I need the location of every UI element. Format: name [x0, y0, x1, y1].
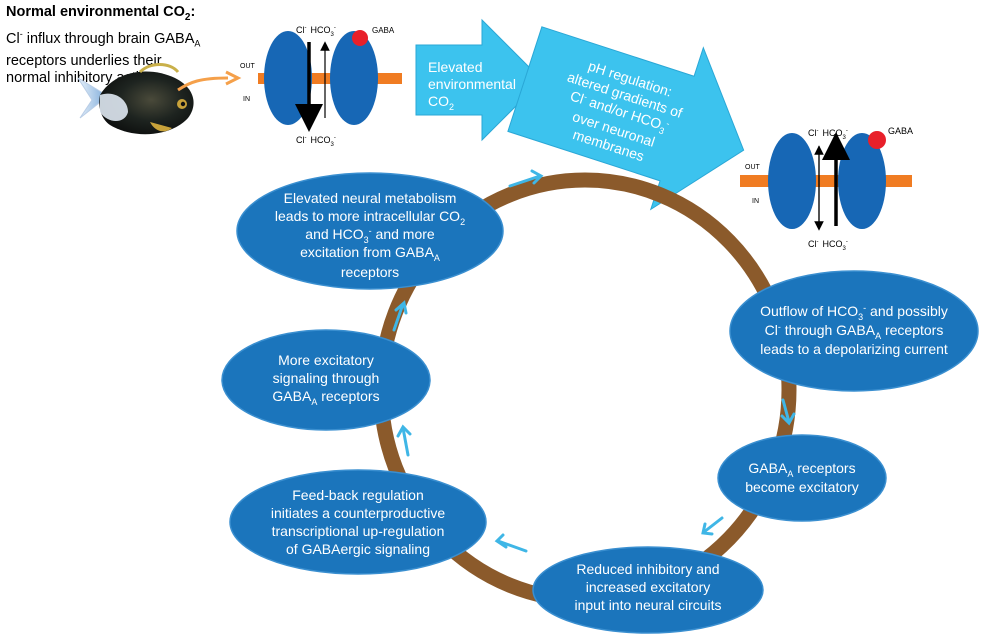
gaba-ball	[352, 30, 368, 46]
reduced-line-3: input into neural circuits	[574, 597, 721, 613]
header-line-2: receptors underlies their	[6, 52, 162, 69]
gaba-label-elevated: GABA	[888, 126, 913, 136]
feedback-line-3: transcriptional up-regulation	[272, 523, 445, 539]
cycle-arrow-right-lower	[701, 516, 724, 536]
feedback-line-4: of GABAergic signaling	[286, 541, 430, 557]
metabolism-line-5: receptors	[341, 264, 399, 280]
receptor-normal: OUT IN GABA Cl-HCO3- Cl-HCO3-	[240, 25, 402, 148]
outflow-line-1: Outflow of HCO3- and possibly	[760, 303, 948, 322]
in-label: IN	[243, 96, 250, 103]
fish-illustration	[77, 63, 194, 135]
in-label-elevated: IN	[752, 198, 759, 205]
header-line-1: Cl- influx through brain GABAA	[6, 28, 201, 49]
node-become-excitatory: GABAA receptors become excitatory	[717, 434, 887, 522]
cycle-arrow-top	[508, 169, 544, 188]
header-title: Normal environmental CO2:	[6, 4, 196, 23]
fish-pointer-line	[177, 76, 229, 92]
elevated-co2-arrow: Elevated environmental CO2	[415, 18, 543, 142]
excitatory-line-3: GABAA receptors	[272, 388, 379, 407]
cycle-arrow-left-upper	[392, 300, 408, 332]
outflow-line-2: Cl- through GABAA receptors	[765, 322, 944, 341]
node-outflow: Outflow of HCO3- and possibly Cl- throug…	[729, 270, 979, 392]
metabolism-line-1: Elevated neural metabolism	[284, 190, 457, 206]
out-label: OUT	[240, 63, 256, 70]
become-line-2: become excitatory	[745, 479, 859, 495]
cycle-arrow-left-lower	[396, 424, 412, 457]
elevated-line-2: environmental	[428, 76, 516, 92]
membrane-bar	[258, 73, 402, 84]
header-caption: Normal environmental CO2: Cl- influx thr…	[6, 4, 236, 87]
become-line-1: GABAA receptors	[748, 460, 855, 479]
gaba-label: GABA	[372, 26, 395, 35]
receptor-elevated: OUT IN GABA Cl-HCO3- Cl-HCO3-	[740, 126, 913, 252]
feedback-line-2: initiates a counterproductive	[271, 505, 446, 521]
feedback-line-1: Feed-back regulation	[292, 487, 424, 503]
membrane-bar-elevated	[740, 175, 912, 187]
cycle-arrow-right	[780, 398, 796, 426]
outflow-line-3: leads to a depolarizing current	[760, 341, 948, 357]
fish-pointer-head	[225, 70, 242, 86]
bottom-ion-labels: Cl-HCO3-	[296, 135, 336, 148]
ph-regulation-arrow: pH regulation: altered gradients of Cl- …	[507, 26, 745, 211]
top-ion-labels: Cl-HCO3-	[296, 25, 336, 38]
node-excitatory-signaling: More excitatory signaling through GABAA …	[221, 329, 431, 431]
excitatory-line-1: More excitatory	[278, 352, 374, 368]
elevated-line-3: CO2	[428, 93, 454, 112]
receptor-elevated-right	[838, 133, 886, 229]
receptor-subunit-left	[264, 31, 312, 125]
excitatory-line-2: signaling through	[273, 370, 380, 386]
metabolism-line-2: leads to more intracellular CO2	[275, 208, 465, 227]
out-label-elevated: OUT	[745, 164, 761, 171]
top-ion-labels-elevated: Cl-HCO3-	[808, 128, 848, 141]
receptor-elevated-left	[768, 133, 816, 229]
elevated-line-1: Elevated	[428, 59, 482, 75]
gaba-ball-elevated	[868, 131, 886, 149]
metabolism-line-3: and HCO3- and more	[305, 226, 435, 245]
metabolism-line-4: excitation from GABAA	[300, 244, 440, 263]
node-feedback: Feed-back regulation initiates a counter…	[229, 469, 487, 575]
reduced-line-2: increased excitatory	[586, 579, 711, 595]
cycle-arrows	[392, 169, 796, 553]
bottom-ion-labels-elevated: Cl-HCO3-	[808, 239, 848, 252]
node-metabolism: Elevated neural metabolism leads to more…	[236, 172, 504, 290]
reduced-line-1: Reduced inhibitory and	[576, 561, 719, 577]
cycle-arrow-bottom	[494, 533, 528, 553]
node-reduced: Reduced inhibitory and increased excitat…	[532, 546, 764, 634]
receptor-subunit-right	[330, 31, 378, 125]
